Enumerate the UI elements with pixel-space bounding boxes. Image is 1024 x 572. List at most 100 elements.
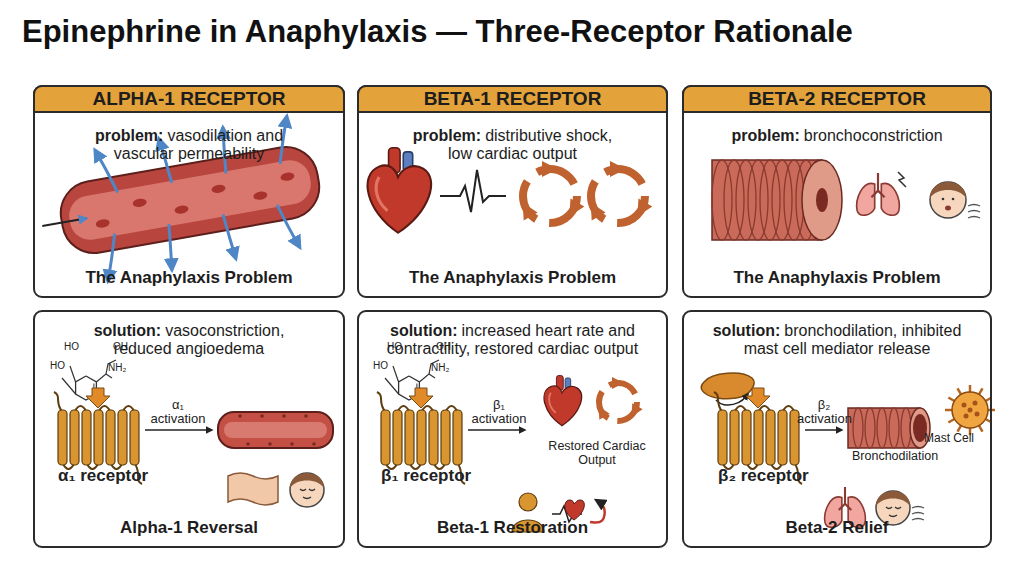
- problem-box: problem:bronchoconstrictionThe Anaphylax…: [682, 85, 992, 298]
- description: problem:bronchoconstriction: [697, 127, 977, 145]
- cartilage-ring: [736, 160, 756, 240]
- breath-line: [912, 519, 924, 521]
- granule: [975, 412, 980, 417]
- leak-arrow: [277, 202, 300, 250]
- illustration-label: Mast Cell: [924, 432, 974, 445]
- bronchus-end: [802, 160, 842, 240]
- panel-caption: Alpha-1 Reversal: [35, 518, 343, 538]
- granule: [973, 401, 978, 406]
- receptor-helix: [118, 410, 127, 465]
- face-mouth: [945, 206, 951, 211]
- face-hair: [290, 473, 324, 488]
- description: solution:increased heart rate and contra…: [365, 322, 660, 359]
- receptor-helix: [742, 410, 751, 465]
- column-heading: BETA-2 RECEPTOR: [748, 88, 926, 110]
- receptor-helix: [429, 410, 438, 465]
- lung-lobe: [881, 183, 899, 215]
- activation-arrow: [805, 429, 842, 431]
- column-header: ALPHA-1 RECEPTOR: [33, 85, 345, 113]
- receptor-n-term: [377, 392, 386, 412]
- bronchus-icon: [848, 408, 930, 448]
- receptor-helix: [106, 410, 115, 465]
- face-eyes: [886, 507, 901, 509]
- granule: [964, 414, 969, 419]
- vessel-lumen: [224, 422, 327, 438]
- heart-body: [544, 386, 582, 426]
- cycle-arrowhead: [584, 199, 606, 221]
- description: problem:vasodilation and vascular permea…: [74, 127, 304, 164]
- heart-highlight: [376, 177, 387, 211]
- cycle-arrowhead: [630, 199, 652, 221]
- column-header: BETA-2 RECEPTOR: [682, 85, 992, 113]
- lung-lobe: [857, 183, 875, 215]
- cartilage-ring: [760, 160, 780, 240]
- chemical-group: HO: [50, 360, 65, 371]
- problem-box: problem:distributive shock, low cardiac …: [357, 85, 668, 298]
- bond: [393, 366, 399, 382]
- receptor-label: β₁ receptor: [381, 467, 471, 486]
- receptor-helix: [718, 410, 727, 465]
- flow-arrow: [42, 218, 86, 226]
- cycle-arrowhead: [516, 199, 538, 221]
- bond: [62, 378, 76, 394]
- illustrations: [31, 112, 995, 532]
- chemical-group: OH: [436, 341, 451, 352]
- heart-icon: [544, 375, 582, 425]
- breath-line: [912, 507, 924, 509]
- column-heading: ALPHA-1 RECEPTOR: [93, 88, 286, 110]
- illustration-label: Restored Cardiac Output: [536, 440, 658, 468]
- keyword: solution:: [713, 322, 781, 339]
- receptor-helix: [82, 410, 91, 465]
- bronchus-icon: [712, 160, 842, 240]
- vessel-wall: [218, 412, 333, 448]
- blood-cell: [95, 218, 110, 228]
- mast-cell-spike: [948, 419, 954, 423]
- bond: [385, 378, 399, 394]
- constricted-vessel: [218, 412, 333, 448]
- mast-cell: [945, 385, 995, 435]
- blood-cell: [174, 204, 189, 214]
- keyword: solution:: [390, 322, 458, 339]
- receptor-helix: [130, 410, 139, 465]
- heart-icon: [368, 148, 432, 233]
- blood-cell: [132, 198, 147, 208]
- illustration-label: α₁ activation: [146, 398, 210, 427]
- receptor-helix: [730, 410, 739, 465]
- face-icon: [930, 182, 966, 218]
- blood-vessel: [31, 112, 330, 291]
- receptor-helix: [417, 410, 426, 465]
- small-heart: [565, 500, 585, 520]
- chemical-group: NH₂: [108, 362, 126, 373]
- panel-caption: Beta-1 Restoration: [359, 518, 666, 538]
- mast-cell-spike: [969, 385, 972, 392]
- column-header: BETA-1 RECEPTOR: [357, 85, 668, 113]
- panel-caption: Beta-2 Relief: [684, 518, 990, 538]
- breath-line: [968, 217, 980, 219]
- chemical-group: HO: [373, 360, 388, 371]
- ecg-trace: [440, 170, 506, 212]
- epinephrine-molecule: [62, 360, 116, 400]
- keyword: problem:: [413, 127, 481, 144]
- wall-dot: [312, 442, 316, 446]
- liver-icon: [701, 373, 754, 399]
- solution-box: solution:bronchodilation, inhibited mast…: [682, 310, 992, 548]
- receptor-helix: [754, 410, 763, 465]
- receptor-helix: [453, 410, 462, 465]
- receptor-helix: [766, 410, 775, 465]
- epinephrine-molecule: [385, 360, 439, 400]
- granule: [962, 403, 967, 408]
- wheeze-spark: [898, 172, 906, 187]
- description: problem:distributive shock, low cardiac …: [405, 127, 620, 164]
- face-mouth: [889, 515, 897, 517]
- panel-caption: The Anaphylaxis Problem: [684, 268, 990, 288]
- wall-dot: [282, 414, 286, 418]
- heart-highlight: [549, 393, 556, 413]
- granule: [968, 408, 973, 413]
- face-eye: [952, 198, 955, 201]
- mast-cell-spike: [958, 388, 962, 394]
- face-hair: [876, 491, 910, 506]
- wall-dot: [290, 442, 294, 446]
- leak-arrow: [223, 214, 236, 260]
- wall-dot: [246, 442, 250, 446]
